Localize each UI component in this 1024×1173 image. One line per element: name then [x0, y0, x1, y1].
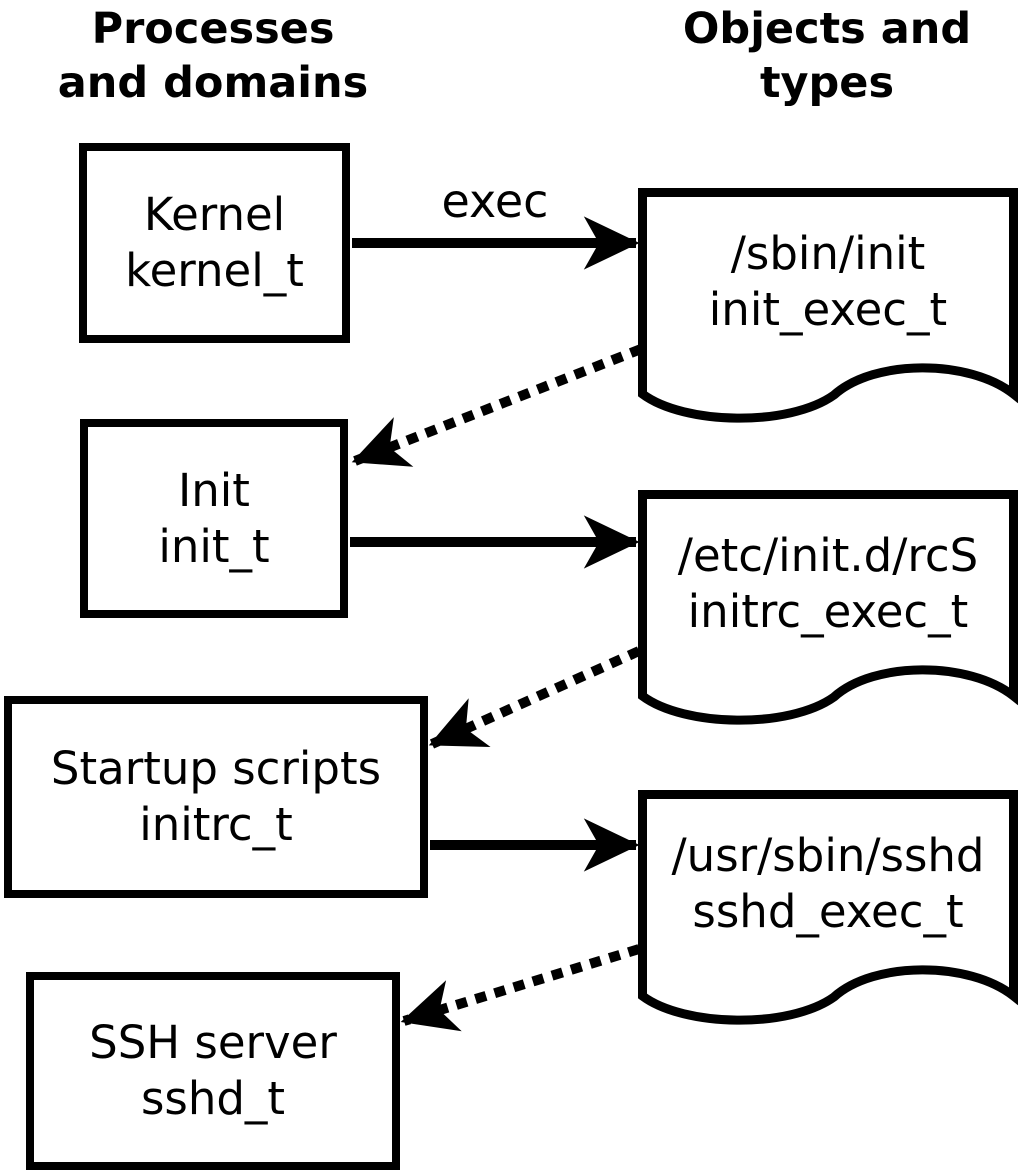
transition-arrow-rcs-to-initrc [428, 646, 642, 749]
transition-arrow-sshdbinary-to-sshd [400, 944, 641, 1032]
object-path: /usr/sbin/sshd [671, 829, 985, 882]
object-path: /etc/init.d/rcS [677, 529, 979, 582]
process-box-kernel: Kernel kernel_t [79, 143, 350, 343]
process-box-startup-scripts: Startup scripts initrc_t [4, 696, 428, 898]
process-name: Startup scripts [50, 742, 382, 796]
process-box-ssh-server: SSH server sshd_t [26, 972, 400, 1170]
process-domain-type: kernel_t [125, 244, 304, 297]
exec-arrow-label: exec [441, 174, 549, 228]
object-doc-usr-sbin-sshd: /usr/sbin/sshd sshd_exec_t [638, 790, 1018, 1035]
process-name: Init [178, 463, 250, 517]
process-name: Kernel [143, 188, 286, 242]
object-doc-sbin-init: /sbin/init init_exec_t [638, 188, 1018, 433]
object-type: initrc_exec_t [687, 584, 969, 638]
object-path: /sbin/init [730, 227, 926, 280]
document-shape-icon [638, 188, 1018, 423]
object-type: sshd_exec_t [692, 884, 964, 938]
object-type: init_exec_t [708, 282, 948, 336]
document-shape-icon [638, 790, 1018, 1025]
process-domain-type: sshd_t [140, 1072, 286, 1125]
document-shape-icon [638, 490, 1018, 725]
object-doc-etc-initd-rcs: /etc/init.d/rcS initrc_exec_t [638, 490, 1018, 735]
process-domain-type: init_t [158, 519, 270, 573]
transition-arrow-initbinary-to-init [351, 344, 643, 467]
process-domain-type: initrc_t [139, 798, 293, 851]
process-name: SSH server [89, 1016, 337, 1070]
column-heading-objects: Objects and types [682, 4, 972, 109]
column-heading-processes: Processes and domains [57, 4, 369, 109]
process-box-init: Init init_t [80, 419, 348, 618]
